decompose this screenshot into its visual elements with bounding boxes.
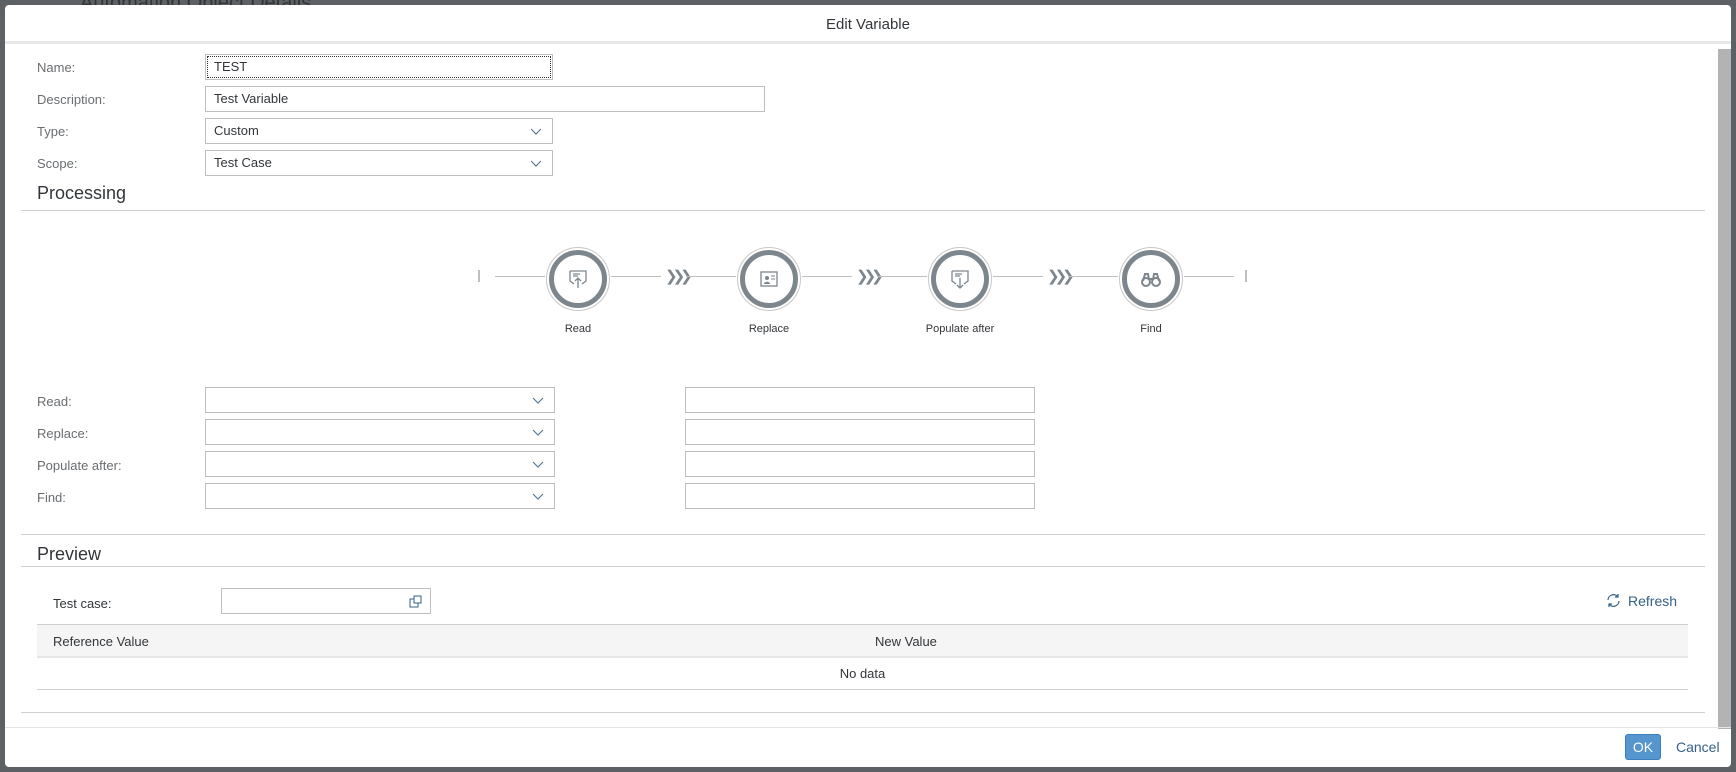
description-input[interactable]: Test Variable — [205, 86, 765, 112]
step-label: Find — [1140, 323, 1162, 335]
replace-contact-icon — [760, 271, 778, 287]
divider — [21, 566, 1705, 567]
replace-label: Replace: — [37, 426, 89, 441]
replace-text-input[interactable] — [685, 419, 1035, 445]
column-reference-value: Reference Value — [53, 634, 149, 649]
divider — [21, 210, 1705, 211]
flow-line — [877, 276, 927, 277]
scrollbar[interactable] — [1718, 49, 1731, 729]
read-upload-icon — [569, 270, 587, 288]
cancel-button[interactable]: Cancel — [1676, 739, 1720, 755]
no-data-text: No data — [839, 666, 886, 681]
chevrons-right-icon: ❯❯❯ — [856, 268, 884, 285]
type-value: Custom — [214, 123, 259, 138]
type-select[interactable]: Custom — [205, 118, 553, 144]
type-label: Type: — [37, 124, 69, 139]
edit-variable-dialog: Edit Variable Name: TEST Description: Te… — [5, 5, 1731, 767]
flow-line — [611, 276, 661, 277]
chevron-down-icon — [532, 461, 544, 468]
test-case-input[interactable] — [221, 588, 431, 614]
step-label: Populate after — [925, 323, 995, 335]
populate-after-label: Populate after: — [37, 458, 122, 473]
step-replace[interactable] — [737, 247, 801, 311]
processing-title: Processing — [37, 183, 127, 203]
chevron-down-icon — [530, 160, 542, 167]
test-case-label: Test case: — [53, 596, 112, 611]
flow-line — [1184, 276, 1234, 277]
read-text-input[interactable] — [685, 387, 1035, 413]
chevron-down-icon — [532, 429, 544, 436]
value-help-icon[interactable] — [409, 595, 422, 608]
name-label: Name: — [37, 60, 76, 75]
divider — [21, 534, 1705, 535]
name-input[interactable]: TEST — [205, 54, 553, 80]
chevrons-right-icon: ❯❯❯ — [665, 268, 693, 285]
refresh-label: Refresh — [1628, 592, 1678, 609]
dialog-title: Edit Variable — [5, 5, 1731, 44]
flow-start-marker — [478, 270, 480, 282]
preview-table-header: Reference Value New Value — [37, 624, 1688, 658]
replace-select[interactable] — [205, 419, 555, 445]
ok-button[interactable]: OK — [1625, 734, 1661, 760]
flow-end-marker — [1245, 270, 1247, 282]
flow-line — [993, 276, 1043, 277]
refresh-button[interactable]: Refresh — [1605, 592, 1677, 609]
scope-label: Scope: — [37, 156, 78, 171]
no-data-row: No data — [37, 658, 1688, 690]
step-find[interactable] — [1119, 247, 1183, 311]
flow-line — [686, 276, 736, 277]
populate-download-icon — [951, 270, 969, 289]
flow-line — [495, 276, 545, 277]
read-label: Read: — [37, 394, 72, 409]
dialog-footer — [5, 727, 1731, 767]
refresh-icon — [1607, 594, 1620, 607]
step-read[interactable] — [546, 247, 610, 311]
chevrons-right-icon: ❯❯❯ — [1047, 268, 1075, 285]
step-label: Read — [564, 323, 592, 335]
preview-title: Preview — [37, 544, 102, 564]
flow-line — [1068, 276, 1118, 277]
populate-after-select[interactable] — [205, 451, 555, 477]
flow-line — [802, 276, 852, 277]
read-select[interactable] — [205, 387, 555, 413]
scope-value: Test Case — [214, 155, 272, 170]
chevron-down-icon — [532, 397, 544, 404]
populate-after-text-input[interactable] — [685, 451, 1035, 477]
divider — [21, 712, 1705, 713]
chevron-down-icon — [530, 128, 542, 135]
step-populate-after[interactable] — [928, 247, 992, 311]
scope-select[interactable]: Test Case — [205, 150, 553, 176]
find-text-input[interactable] — [685, 483, 1035, 509]
description-label: Description: — [37, 92, 106, 107]
find-select[interactable] — [205, 483, 555, 509]
column-new-value: New Value — [875, 634, 937, 649]
step-label: Replace — [748, 323, 790, 335]
chevron-down-icon — [532, 493, 544, 500]
find-label: Find: — [37, 490, 66, 505]
binoculars-icon — [1141, 273, 1161, 287]
